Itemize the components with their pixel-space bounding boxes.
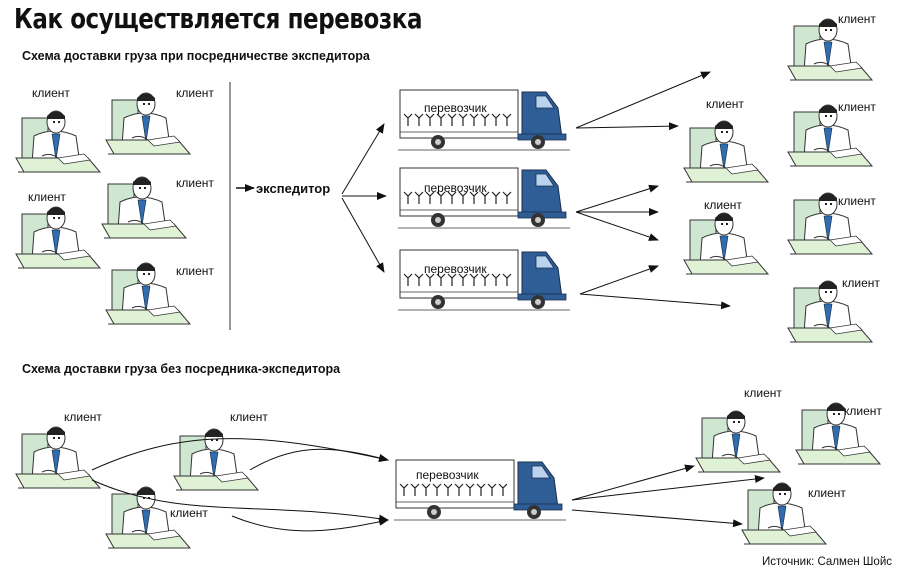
scheme2-subtitle: Схема доставки груза без посредника-эксп… bbox=[22, 362, 341, 376]
client-label: клиент bbox=[64, 410, 102, 424]
client-label: клиент bbox=[744, 386, 782, 400]
scheme2-group bbox=[15, 402, 881, 549]
arrow bbox=[571, 475, 765, 501]
arrow bbox=[91, 438, 389, 471]
client-figure bbox=[15, 110, 101, 173]
arrow bbox=[575, 184, 659, 213]
arrow bbox=[575, 122, 679, 131]
client-label: клиент bbox=[28, 190, 66, 204]
arrow bbox=[231, 515, 389, 532]
arrow bbox=[571, 464, 695, 501]
client-label: клиент bbox=[176, 86, 214, 100]
arrow bbox=[249, 448, 389, 471]
client-label: клиент bbox=[844, 404, 882, 418]
client-figure bbox=[173, 428, 259, 491]
arrow bbox=[571, 509, 743, 528]
forwarder-label: экспедитор bbox=[256, 181, 331, 196]
page-title: Как осуществляется перевозка bbox=[14, 2, 423, 35]
client-label: клиент bbox=[170, 506, 208, 520]
client-label: клиент bbox=[32, 86, 70, 100]
carrier-label: перевозчик bbox=[424, 262, 487, 276]
client-label: клиент bbox=[176, 176, 214, 190]
source-caption: Источник: Салмен Шойс bbox=[762, 556, 892, 568]
arrow bbox=[579, 265, 659, 295]
scheme1-subtitle: Схема доставки груза при посредничестве … bbox=[22, 49, 370, 63]
truck-figure bbox=[397, 167, 571, 229]
arrow bbox=[91, 479, 389, 523]
client-label: клиент bbox=[704, 198, 742, 212]
client-label: клиент bbox=[230, 410, 268, 424]
carrier-label: перевозчик bbox=[424, 181, 487, 195]
client-figure bbox=[15, 426, 101, 489]
client-figure bbox=[695, 410, 781, 473]
client-figure bbox=[787, 104, 873, 167]
arrow bbox=[341, 197, 385, 273]
arrow bbox=[579, 293, 731, 310]
truck-figure bbox=[397, 89, 571, 151]
scheme1-group bbox=[15, 18, 873, 343]
client-label: клиент bbox=[176, 264, 214, 278]
client-label: клиент bbox=[838, 12, 876, 26]
truck-figure bbox=[397, 249, 571, 311]
client-label: клиент bbox=[838, 194, 876, 208]
client-figure bbox=[787, 280, 873, 343]
client-figure bbox=[101, 176, 187, 239]
arrow bbox=[575, 211, 659, 241]
client-label: клиент bbox=[842, 276, 880, 290]
carrier-label: перевозчик bbox=[416, 468, 479, 482]
client-figure bbox=[15, 206, 101, 269]
client-figure bbox=[105, 92, 191, 155]
client-figure bbox=[787, 18, 873, 81]
client-figure bbox=[683, 120, 769, 183]
arrow bbox=[341, 123, 385, 195]
client-label: клиент bbox=[808, 486, 846, 500]
carrier-label: перевозчик bbox=[424, 101, 487, 115]
client-label: клиент bbox=[706, 97, 744, 111]
client-label: клиент bbox=[838, 100, 876, 114]
arrow bbox=[575, 71, 711, 129]
client-figure bbox=[683, 212, 769, 275]
